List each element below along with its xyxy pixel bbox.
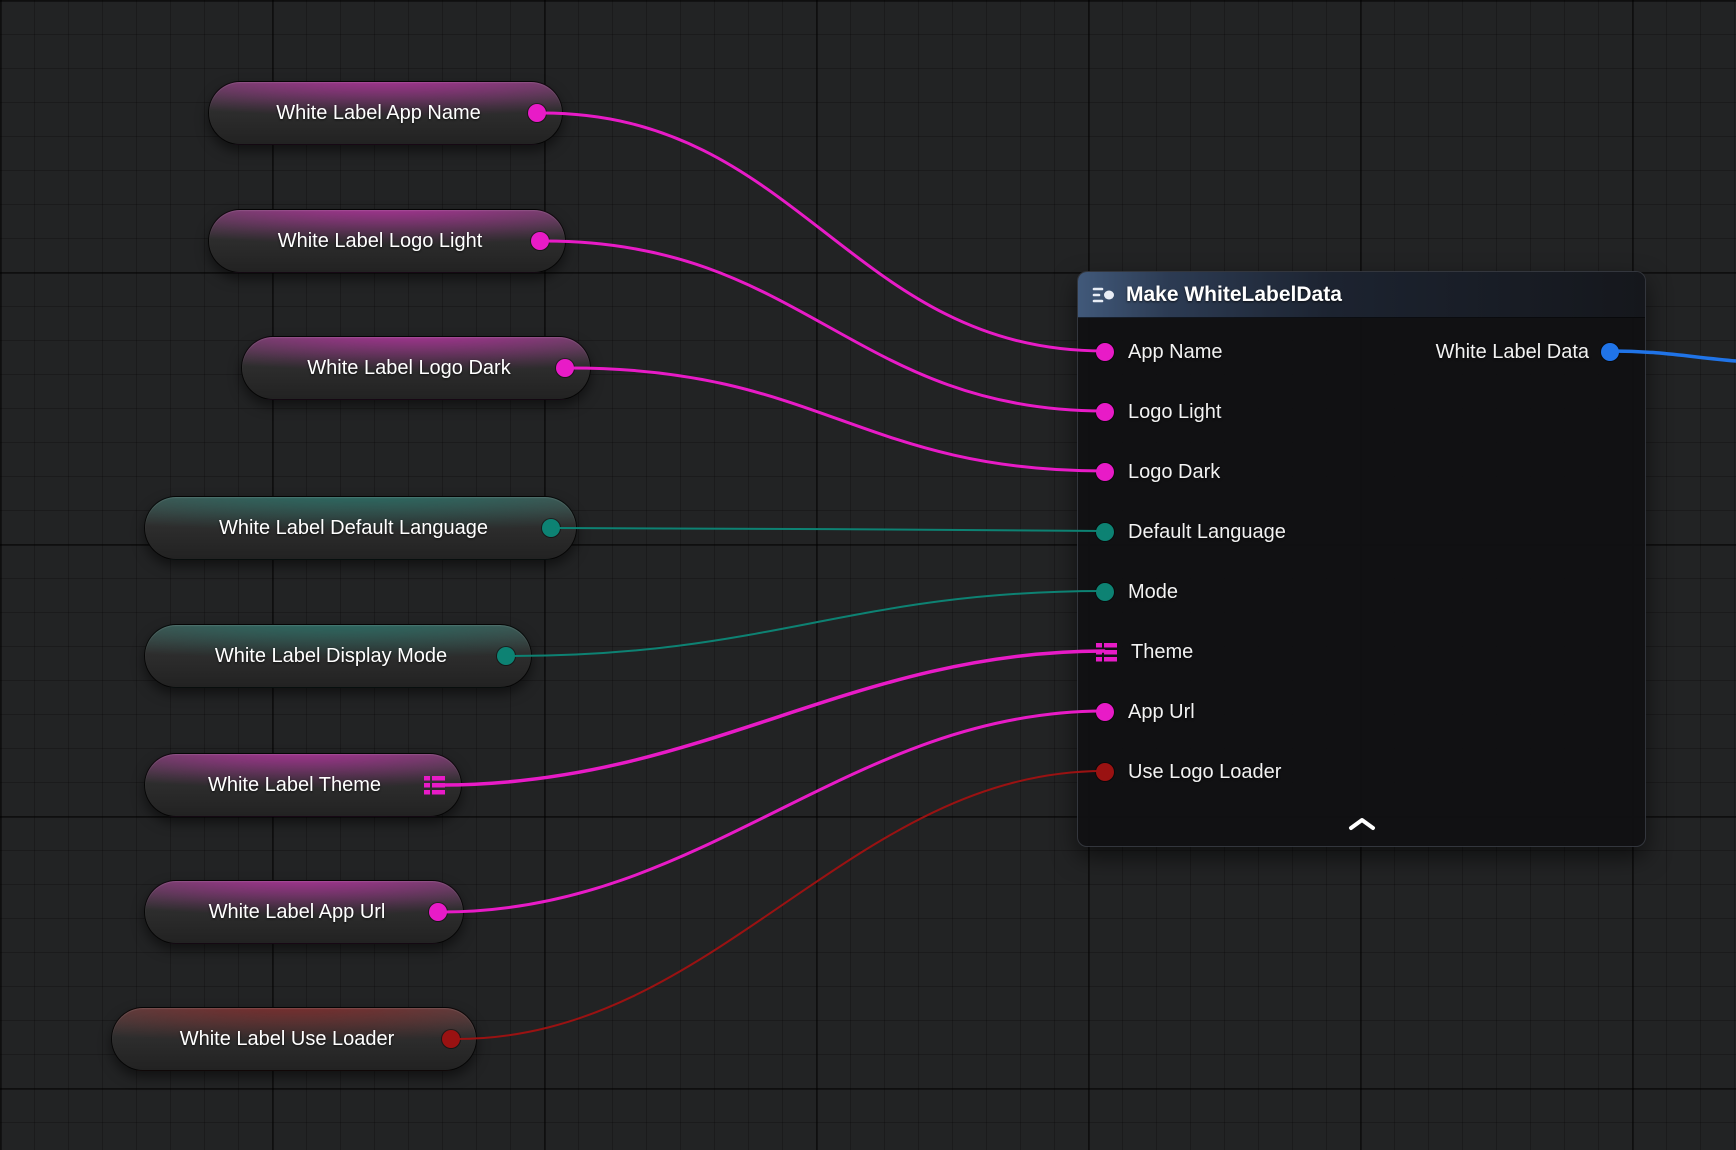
getter-node-theme[interactable]: White Label Theme (144, 753, 462, 817)
getter-label: White Label Logo Light (229, 230, 531, 253)
pin-row-default-language: Default Language (1078, 502, 1645, 562)
map-pin-icon[interactable] (1096, 643, 1117, 662)
wire-logo-light (545, 241, 1104, 411)
output-pin[interactable] (442, 1030, 460, 1048)
pin-row-logo-light: Logo Light (1078, 382, 1645, 442)
pin-row-use-logo-loader: Use Logo Loader (1078, 742, 1645, 802)
getter-label: White Label Logo Dark (262, 357, 556, 380)
wire-app-name (542, 113, 1104, 351)
input-pin[interactable] (1096, 763, 1114, 781)
pin-label: Theme (1131, 641, 1193, 664)
wire-display-mode (511, 591, 1104, 656)
getter-node-logo-light[interactable]: White Label Logo Light (208, 209, 566, 273)
getter-label: White Label Use Loader (132, 1028, 442, 1051)
collapse-chevron-icon[interactable] (1347, 817, 1377, 831)
pin-row-app-name: App Name White Label Data (1078, 322, 1645, 382)
pin-row-theme: Theme (1078, 622, 1645, 682)
getter-node-display-mode[interactable]: White Label Display Mode (144, 624, 532, 688)
wire-logo-dark (570, 368, 1104, 471)
pin-label: Default Language (1128, 521, 1286, 544)
getter-label: White Label App Name (229, 102, 528, 125)
getter-node-logo-dark[interactable]: White Label Logo Dark (241, 336, 591, 400)
output-pin[interactable] (542, 519, 560, 537)
input-pin[interactable] (1096, 343, 1114, 361)
pin-label: Mode (1128, 581, 1178, 604)
node-body: App Name White Label Data Logo Light Log… (1078, 318, 1645, 846)
wire-default-language (556, 528, 1104, 531)
pin-row-mode: Mode (1078, 562, 1645, 622)
pin-label: Logo Light (1128, 401, 1221, 424)
getter-node-app-url[interactable]: White Label App Url (144, 880, 464, 944)
getter-node-use-loader[interactable]: White Label Use Loader (111, 1007, 477, 1071)
pin-row-app-url: App Url (1078, 682, 1645, 742)
pin-label: App Name (1128, 341, 1223, 364)
getter-node-default-language[interactable]: White Label Default Language (144, 496, 577, 560)
node-title: Make WhiteLabelData (1126, 283, 1342, 307)
node-header[interactable]: Make WhiteLabelData (1078, 272, 1645, 318)
pin-label: White Label Data (1436, 341, 1589, 364)
pin-label: Logo Dark (1128, 461, 1220, 484)
pin-row-logo-dark: Logo Dark (1078, 442, 1645, 502)
input-pin[interactable] (1096, 703, 1114, 721)
map-pin-icon[interactable] (424, 776, 445, 795)
getter-label: White Label Default Language (165, 517, 542, 540)
output-pin[interactable] (497, 647, 515, 665)
input-pin[interactable] (1096, 463, 1114, 481)
wire-theme (441, 651, 1104, 785)
output-pin[interactable] (528, 104, 546, 122)
wire-use-loader (456, 771, 1104, 1039)
output-pin[interactable] (531, 232, 549, 250)
pin-label: App Url (1128, 701, 1195, 724)
collapse-row (1078, 802, 1645, 846)
getter-label: White Label App Url (165, 901, 429, 924)
pin-label: Use Logo Loader (1128, 761, 1281, 784)
input-pin[interactable] (1096, 583, 1114, 601)
make-whitelabeldata-node[interactable]: Make WhiteLabelData App Name White Label… (1077, 271, 1646, 847)
make-struct-icon (1092, 286, 1116, 304)
output-pin[interactable] (429, 903, 447, 921)
getter-label: White Label Theme (165, 774, 424, 797)
output-pin[interactable] (556, 359, 574, 377)
input-pin[interactable] (1096, 523, 1114, 541)
wire-app-url (443, 711, 1104, 912)
getter-node-app-name[interactable]: White Label App Name (208, 81, 563, 145)
getter-label: White Label Display Mode (165, 645, 497, 668)
input-pin[interactable] (1096, 403, 1114, 421)
output-pin[interactable] (1601, 343, 1619, 361)
